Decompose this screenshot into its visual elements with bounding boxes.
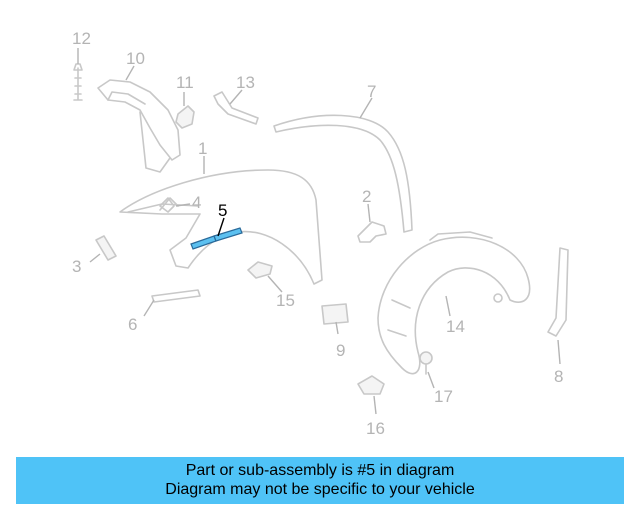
part-17-screw: [419, 351, 433, 375]
part-3-trim: [95, 235, 117, 261]
part-6-strip: [151, 289, 201, 303]
callout-1: 1: [198, 139, 207, 158]
part-8-seal-strip: [547, 247, 569, 337]
callout-2: 2: [362, 187, 371, 206]
part-4-clip: [159, 197, 175, 213]
leader-9: [335, 321, 339, 335]
part-12-push-pin: [73, 63, 83, 101]
info-banner: Part or sub-assembly is #5 in diagram Di…: [16, 457, 624, 504]
callout-10: 10: [126, 49, 145, 68]
leader-8: [557, 339, 561, 365]
leader-14: [445, 295, 451, 317]
callout-3: 3: [72, 257, 81, 276]
part-14-wheelhouse-liner: [377, 231, 531, 375]
leader-16: [373, 395, 377, 415]
leader-2: [367, 203, 371, 223]
part-9-pad: [321, 303, 349, 325]
callout-4: 4: [192, 193, 201, 212]
callout-7: 7: [367, 82, 376, 101]
callout-11: 11: [176, 73, 194, 92]
banner-line-2: Diagram may not be specific to your vehi…: [165, 481, 475, 498]
part-10-liner-section: [97, 79, 181, 173]
callout-12: 12: [72, 29, 91, 48]
part-15-clip: [247, 261, 273, 279]
part-13-bracket: [213, 91, 259, 125]
leader-15: [267, 275, 283, 293]
part-16-nut-clip: [357, 375, 385, 395]
parts-diagram: 12 10 11 13 7 1 4 5 2 3 15 6 14 9 8 17 1…: [72, 29, 569, 438]
callout-8: 8: [554, 367, 563, 386]
leader-6: [143, 299, 155, 317]
callout-17: 17: [434, 387, 453, 406]
part-11-clip: [175, 105, 195, 129]
callout-13: 13: [236, 73, 255, 92]
callout-16: 16: [366, 419, 385, 438]
callout-5: 5: [218, 201, 227, 220]
leader-10: [125, 65, 135, 81]
callout-6: 6: [128, 315, 137, 334]
callout-15: 15: [276, 291, 295, 310]
leader-3: [89, 253, 101, 263]
leader-7: [359, 97, 373, 119]
leader-5: [217, 217, 225, 237]
part-5-molding-highlighted: [190, 227, 243, 250]
leader-13: [229, 89, 243, 105]
banner-line-1: Part or sub-assembly is #5 in diagram: [185, 462, 455, 479]
callout-14: 14: [446, 317, 465, 336]
callout-9: 9: [336, 341, 345, 360]
part-2-bracket: [357, 221, 387, 243]
leader-4: [175, 203, 191, 207]
leader-17: [427, 371, 435, 389]
